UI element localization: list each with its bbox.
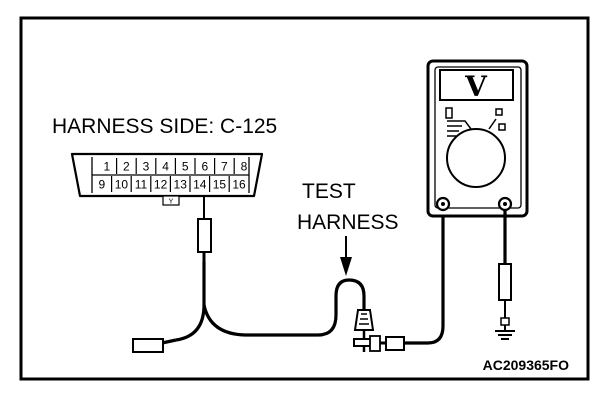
voltmeter: V <box>426 59 529 218</box>
connector-pin-bottom: 12 <box>154 178 168 192</box>
connector-pin-bottom: 10 <box>115 178 129 192</box>
figure-code: AC209365FO <box>483 357 569 373</box>
ground-lead <box>498 210 512 331</box>
left-lead <box>132 262 206 353</box>
connector-pin-bottom: 15 <box>213 178 227 192</box>
test-harness-label-line1: TEST <box>302 180 356 203</box>
connector-probe <box>197 196 212 262</box>
test-harness-label-line2: HARNESS <box>297 211 399 234</box>
connector-pin-top: 8 <box>241 160 248 174</box>
voltmeter-symbol: V <box>464 70 488 103</box>
meter-lead-plug <box>385 336 405 351</box>
connector-pin-bottom: 11 <box>135 178 148 192</box>
left-plug <box>132 338 164 353</box>
connector-pin-top: 2 <box>123 160 130 174</box>
connector-pin-top: 7 <box>221 160 228 174</box>
connector-pin-bottom: 9 <box>98 178 105 192</box>
connector-key-letter: Y <box>169 199 174 206</box>
connector-pin-bottom: 13 <box>174 178 188 192</box>
test-harness-clip <box>353 309 405 352</box>
diagram-frame <box>19 16 590 381</box>
main-wire <box>202 278 366 337</box>
connector-pin-top: 1 <box>103 160 110 174</box>
ground-icon <box>495 330 515 340</box>
voltmeter-display <box>439 69 514 101</box>
connector-pin-top: 4 <box>162 160 169 174</box>
connector-pin-top: 3 <box>143 160 150 174</box>
connector-key <box>162 195 180 206</box>
test-harness-arrow <box>340 236 352 276</box>
voltmeter-dial <box>446 128 506 188</box>
connector-pin-top: 5 <box>182 160 189 174</box>
meter-positive-lead <box>404 207 445 345</box>
connector-pin-bottom: 16 <box>232 178 246 192</box>
connector-pin-bottom: 14 <box>193 178 207 192</box>
connector-body <box>70 152 264 198</box>
harness-side-label: HARNESS SIDE: C-125 <box>52 115 277 138</box>
connector-pin-top: 6 <box>201 160 208 174</box>
